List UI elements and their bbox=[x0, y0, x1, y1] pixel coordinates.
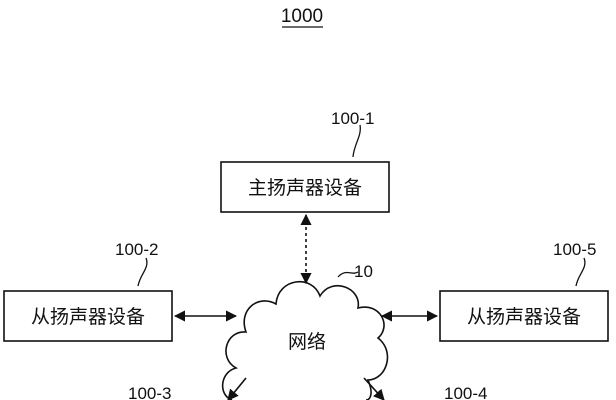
bottom-right-device-ref: 100-4 bbox=[444, 384, 487, 400]
figure-number-text: 1000 bbox=[281, 6, 323, 27]
right-slave-speaker-device: 从扬声器设备 100-5 bbox=[439, 240, 609, 342]
network-label: 网络 bbox=[288, 331, 326, 353]
left-slave-speaker-label: 从扬声器设备 bbox=[31, 306, 145, 328]
bottom-left-link bbox=[227, 377, 247, 400]
main-speaker-ref-leader bbox=[352, 124, 361, 158]
bottom-left-device-ref: 100-3 bbox=[128, 384, 171, 400]
figure-number: 1000 bbox=[281, 6, 323, 28]
network-ref-group: 10 bbox=[337, 262, 373, 281]
network-ref-leader bbox=[337, 271, 359, 278]
left-slave-speaker-ref: 100-2 bbox=[115, 240, 158, 259]
right-slave-speaker-ref-leader bbox=[575, 257, 586, 287]
left-slave-speaker-box bbox=[3, 290, 173, 342]
bottom-right-link bbox=[363, 377, 385, 400]
cloud-shape bbox=[221, 281, 389, 400]
network-ref: 10 bbox=[354, 262, 373, 281]
main-speaker-device: 主扬声器设备 100-1 bbox=[220, 109, 390, 213]
left-slave-speaker-device: 从扬声器设备 100-2 bbox=[3, 240, 173, 342]
right-slave-speaker-box bbox=[439, 290, 609, 342]
main-speaker-box bbox=[220, 161, 390, 213]
network-cloud: 网络 bbox=[221, 281, 389, 400]
main-speaker-ref: 100-1 bbox=[331, 109, 374, 128]
left-slave-speaker-ref-leader bbox=[137, 257, 148, 287]
main-speaker-label: 主扬声器设备 bbox=[248, 177, 362, 199]
right-slave-speaker-ref: 100-5 bbox=[553, 240, 596, 259]
right-slave-speaker-label: 从扬声器设备 bbox=[467, 306, 581, 328]
